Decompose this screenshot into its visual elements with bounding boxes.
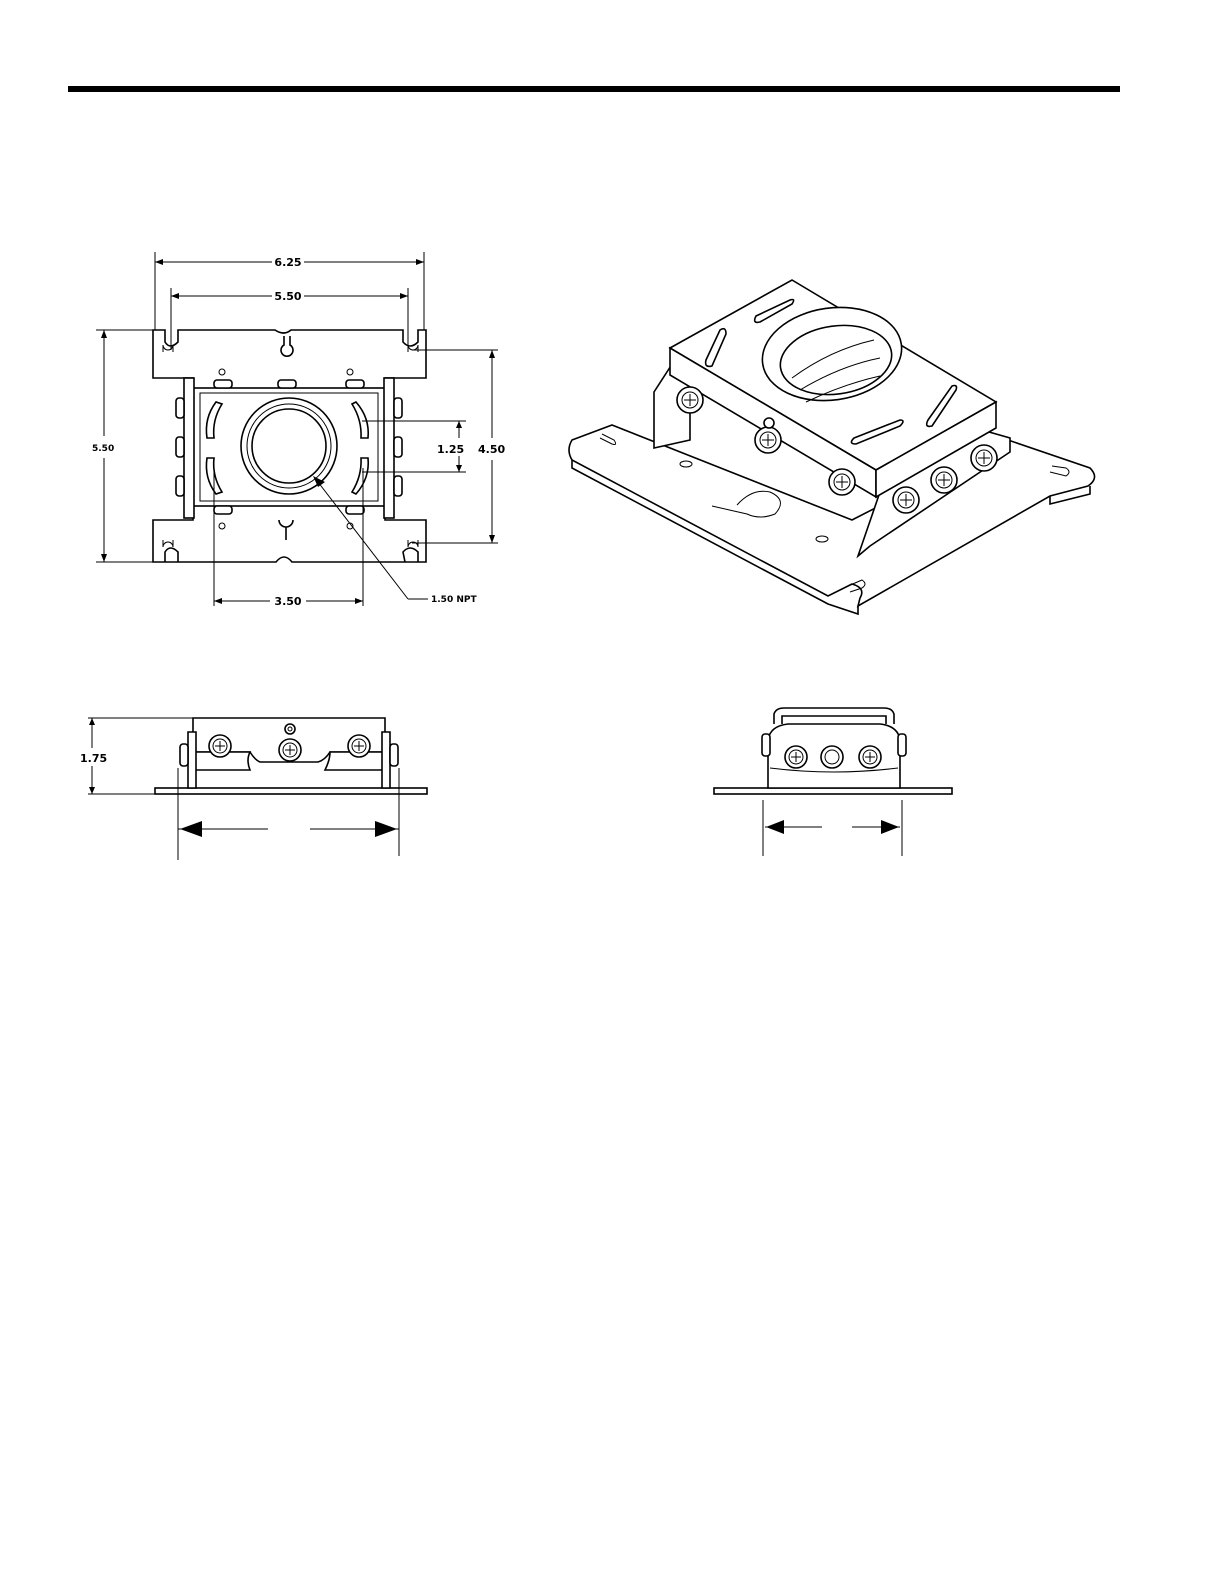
- screw: [859, 746, 881, 768]
- screw: [677, 387, 703, 413]
- screw: [755, 427, 781, 453]
- screw: [209, 735, 231, 757]
- dim-pipe-thread: 1.50 NPT: [431, 595, 477, 605]
- header-rule: [68, 86, 1120, 92]
- screw: [931, 467, 957, 493]
- screw: [971, 445, 997, 471]
- screw: [279, 739, 301, 761]
- screw: [348, 735, 370, 757]
- dim-overall-width: 6.25: [274, 256, 301, 269]
- dim-height: 1.75: [80, 752, 107, 765]
- dim-hole-depth: 4.50: [478, 443, 505, 456]
- top-view: [153, 330, 426, 562]
- dim-bottom-spacing: 3.50: [274, 595, 301, 608]
- front-view: [155, 718, 427, 794]
- dim-slot-spacing: 5.50: [274, 290, 301, 303]
- isometric-view: [569, 280, 1095, 614]
- side-view: [714, 708, 952, 794]
- dim-slot-offset: 1.25: [437, 443, 464, 456]
- screw: [785, 746, 807, 768]
- side-view-dimensions: [763, 800, 902, 856]
- screw: [893, 487, 919, 513]
- dim-overall-depth: 5.50: [92, 444, 114, 454]
- screw: [829, 469, 855, 495]
- screw: [821, 746, 843, 768]
